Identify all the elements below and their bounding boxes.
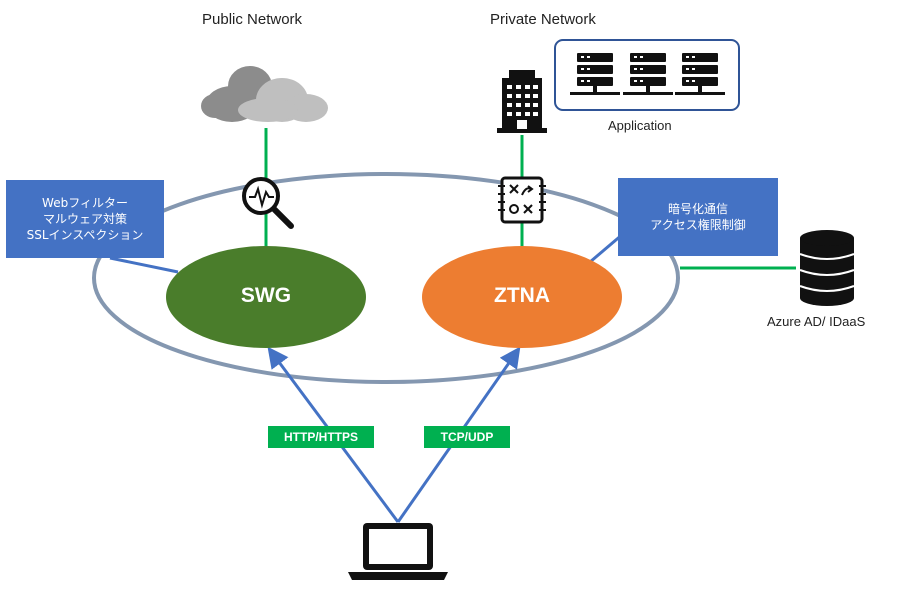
tcp-protocol-badge: TCP/UDP bbox=[424, 426, 510, 448]
callout-line: アクセス権限制御 bbox=[650, 218, 746, 232]
ztna-label: ZTNA bbox=[494, 284, 550, 307]
swg-callout-pointer bbox=[109, 256, 179, 274]
swg-label: SWG bbox=[240, 284, 292, 307]
database-icon bbox=[799, 230, 855, 306]
idp-label: Azure AD/ IDaaS bbox=[767, 314, 866, 329]
callout-line: SSLインスペクション bbox=[26, 228, 144, 242]
cloud-icon bbox=[201, 66, 328, 122]
access-policy-icon bbox=[498, 176, 546, 224]
server-rack-icon bbox=[570, 53, 620, 95]
ztna-node[interactable] bbox=[422, 246, 622, 348]
swg-features-callout: Webフィルター マルウェア対策 SSLインスペクション bbox=[6, 180, 164, 258]
office-building-icon bbox=[497, 70, 547, 133]
public-network-label: Public Network bbox=[202, 11, 303, 28]
application-box bbox=[554, 39, 740, 111]
callout-line: 暗号化通信 bbox=[667, 202, 728, 216]
application-label: Application bbox=[608, 118, 672, 133]
callout-line: Webフィルター bbox=[42, 196, 128, 210]
ztna-features-callout: 暗号化通信 アクセス権限制御 bbox=[618, 178, 778, 256]
http-protocol-badge: HTTP/HTTPS bbox=[268, 426, 374, 448]
server-rack-icon bbox=[675, 53, 725, 95]
laptop-icon bbox=[348, 523, 448, 580]
server-rack-icon bbox=[623, 53, 673, 95]
private-network-label: Private Network bbox=[490, 11, 596, 28]
callout-line: マルウェア対策 bbox=[42, 212, 127, 226]
swg-node[interactable] bbox=[166, 246, 366, 348]
network-boundary-ellipse bbox=[92, 172, 680, 384]
magnifier-waveform-icon bbox=[242, 177, 294, 229]
